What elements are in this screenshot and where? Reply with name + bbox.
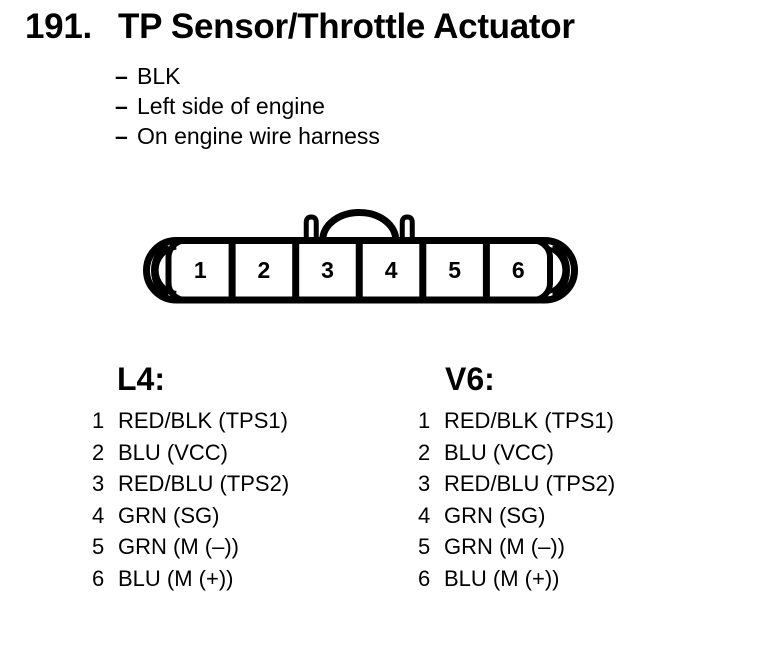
pinout-row: 3 RED/BLU (TPS2) <box>92 468 289 500</box>
latch-tab-right <box>399 214 415 241</box>
dash-bullet: – <box>115 63 128 89</box>
wire-description: BLU (VCC) <box>444 439 555 465</box>
wire-description: GRN (M (–)) <box>444 534 565 559</box>
detail-item-location: – Left side of engine <box>115 91 380 121</box>
detail-text: On engine wire harness <box>137 123 380 149</box>
wire-description: GRN (SG) <box>118 502 220 528</box>
wire-description: GRN (SG) <box>444 502 546 528</box>
wire-description: RED/BLK (TPS1) <box>118 408 288 433</box>
pinout-row: 3 RED/BLU (TPS2) <box>418 468 615 500</box>
pinout-row: 6 BLU (M (+)) <box>92 563 289 595</box>
pin-number: 1 <box>418 408 431 433</box>
dash-bullet: – <box>115 123 128 149</box>
wire-description: BLU (VCC) <box>118 439 229 465</box>
latch-tab-left <box>303 214 319 241</box>
latch-arch <box>319 209 400 241</box>
connector-end-bulge-left <box>151 245 169 296</box>
pinout-row: 5 GRN (M (–)) <box>92 531 289 563</box>
connector-diagram: 1 2 3 4 5 6 <box>143 209 578 304</box>
item-title: TP Sensor/Throttle Actuator <box>118 7 575 46</box>
detail-text: Left side of engine <box>137 93 325 119</box>
detail-text: BLK <box>137 63 181 89</box>
pin-cell-label: 3 <box>321 257 334 283</box>
detail-item-harness: – On engine wire harness <box>115 121 380 151</box>
wire-description: RED/BLU (TPS2) <box>444 471 616 496</box>
dash-bullet: – <box>115 93 128 119</box>
pinout-row: 5 GRN (M (–)) <box>418 531 615 563</box>
pin-number: 3 <box>92 471 105 496</box>
pinout-heading-l4: L4: <box>117 361 165 397</box>
pin-number: 3 <box>418 471 431 496</box>
pin-cell-label: 1 <box>194 257 207 283</box>
pin-number: 2 <box>418 439 431 465</box>
pin-cell-label: 5 <box>448 257 461 283</box>
pin-number: 6 <box>418 565 431 591</box>
pinout-list-l4: 1 RED/BLK (TPS1) 2 BLU (VCC) 3 RED/BLU (… <box>92 405 289 594</box>
wire-description: GRN (M (–)) <box>118 534 239 559</box>
pinout-row: 1 RED/BLK (TPS1) <box>92 405 289 437</box>
pin-number: 6 <box>92 565 105 591</box>
pin-number: 4 <box>418 502 431 528</box>
pinout-row: 2 BLU (VCC) <box>418 437 615 469</box>
pin-number: 5 <box>418 534 431 559</box>
pin-number: 2 <box>92 439 105 465</box>
pinout-row: 6 BLU (M (+)) <box>418 563 615 595</box>
pin-cell-label: 2 <box>258 257 271 283</box>
pin-cell-label: 4 <box>385 257 398 283</box>
connector-end-bulge-right <box>552 245 570 296</box>
detail-list: – BLK – Left side of engine – On engine … <box>115 61 380 151</box>
pinout-heading-v6: V6: <box>445 361 495 397</box>
detail-item-color: – BLK <box>115 61 380 91</box>
pinout-row: 1 RED/BLK (TPS1) <box>418 405 615 437</box>
pin-number: 1 <box>92 408 105 433</box>
wire-description: RED/BLK (TPS1) <box>444 408 614 433</box>
pin-cell-label: 6 <box>512 257 525 283</box>
wire-description: BLU (M (+)) <box>444 565 560 591</box>
pin-number: 4 <box>92 502 105 528</box>
wire-description: RED/BLU (TPS2) <box>118 471 290 496</box>
pinout-row: 2 BLU (VCC) <box>92 437 289 469</box>
pinout-row: 4 GRN (SG) <box>92 500 289 532</box>
pinout-row: 4 GRN (SG) <box>418 500 615 532</box>
wire-description: BLU (M (+)) <box>118 565 234 591</box>
pinout-list-v6: 1 RED/BLK (TPS1) 2 BLU (VCC) 3 RED/BLU (… <box>418 405 615 594</box>
pin-number: 5 <box>92 534 105 559</box>
item-number: 191. <box>25 7 92 46</box>
page-title: 191. TP Sensor/Throttle Actuator <box>25 6 575 48</box>
